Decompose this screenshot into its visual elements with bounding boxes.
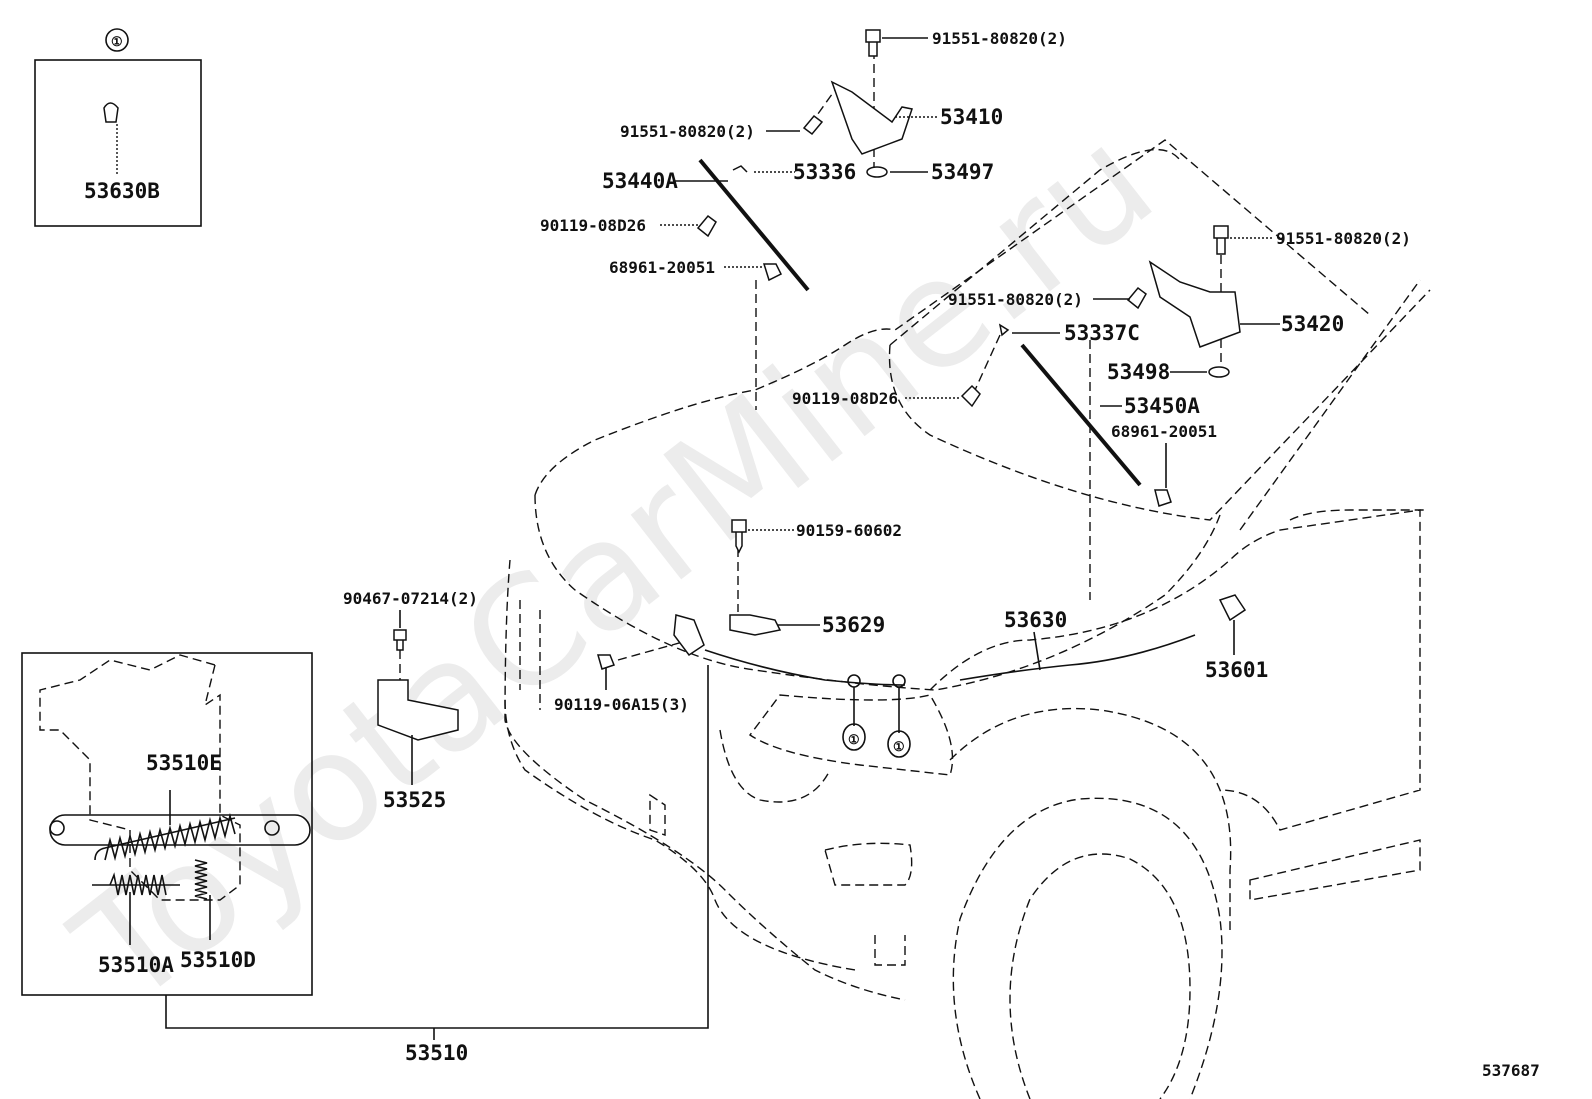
bolt-icon: [865, 29, 881, 57]
spring-icon: [104, 812, 236, 862]
callout-1a: ①: [842, 723, 866, 751]
gas-stay-icon: [1020, 343, 1142, 487]
clip-icon: [103, 102, 119, 123]
washer-icon: [866, 166, 888, 178]
inset-hood-lock: 53510E 53510A 53510D: [21, 652, 313, 996]
part-label-53440a: 53440A: [602, 169, 678, 193]
part-label-90159: 90159-60602: [796, 521, 902, 540]
callout-1b: ①: [887, 730, 911, 758]
part-label-53510: 53510: [405, 1041, 468, 1065]
bolt-icon: [802, 114, 824, 136]
support-icon: [377, 679, 459, 741]
part-label-53525: 53525: [383, 788, 446, 812]
cable-icon: [704, 634, 1196, 686]
bolt-icon: [696, 214, 717, 238]
part-label-53510d: 53510D: [180, 948, 256, 972]
part-label: 53630B: [84, 179, 160, 203]
bracket-icon: [729, 614, 782, 636]
watermark: ToyotaCarMine.ru: [44, 94, 1185, 1038]
part-label-53410: 53410: [940, 105, 1003, 129]
diagram-number: 537687: [1482, 1061, 1540, 1080]
part-label-53497: 53497: [931, 160, 994, 184]
bolt-icon: [1213, 225, 1229, 255]
bolt-icon: [597, 654, 615, 670]
clip-icon: [393, 629, 407, 651]
part-label-90119-06a15: 90119-06A15(3): [554, 695, 689, 714]
callout-circle: [105, 28, 129, 52]
gas-stay-icon: [698, 158, 810, 292]
hinge-icon: [1148, 260, 1241, 348]
part-label-91551-right: 91551-80820(2): [948, 290, 1083, 309]
bolt-icon: [1126, 286, 1147, 310]
part-label-53498: 53498: [1107, 360, 1170, 384]
inset-53630b: ① 53630B: [34, 28, 202, 227]
part-label-91551-right-top: 91551-80820(2): [1276, 229, 1411, 248]
part-label-53336: 53336: [793, 160, 856, 184]
part-label-91551-left: 91551-80820(2): [620, 122, 755, 141]
part-label-53630: 53630: [1004, 608, 1067, 632]
part-label-53629: 53629: [822, 613, 885, 637]
part-label-90467: 90467-07214(2): [343, 589, 478, 608]
clip-icon: [732, 165, 748, 173]
part-label-91551-top: 91551-80820(2): [932, 29, 1067, 48]
handle-icon: [1218, 594, 1247, 622]
part-label-53450a: 53450A: [1124, 394, 1200, 418]
part-label-90119-left: 90119-08D26: [540, 216, 646, 235]
leader-53510: [165, 665, 709, 1029]
part-label-53337c: 53337C: [1064, 321, 1140, 345]
part-label-53420: 53420: [1281, 312, 1344, 336]
part-label-90119-right: 90119-08D26: [792, 389, 898, 408]
vehicle-outline: [504, 139, 1431, 1099]
part-label-68961-right: 68961-20051: [1111, 422, 1217, 441]
callout-label: ①: [893, 740, 905, 755]
spring-icon: [109, 872, 167, 896]
hinge-icon: [830, 80, 913, 155]
callout-label: ①: [848, 733, 860, 748]
lock-icon: [673, 614, 705, 657]
grommet-icon: [762, 263, 783, 282]
part-label-68961-left: 68961-20051: [609, 258, 715, 277]
callout-label: ①: [111, 35, 123, 50]
bolt-icon: [960, 384, 981, 408]
grommet-icon: [1154, 489, 1172, 507]
clip-icon: [998, 323, 1010, 337]
screw-icon: [731, 519, 747, 554]
spring-icon: [194, 859, 208, 900]
part-label-53510e: 53510E: [146, 751, 222, 775]
part-label-53510a: 53510A: [98, 953, 174, 977]
washer-icon: [1208, 366, 1230, 378]
part-label-53601: 53601: [1205, 658, 1268, 682]
